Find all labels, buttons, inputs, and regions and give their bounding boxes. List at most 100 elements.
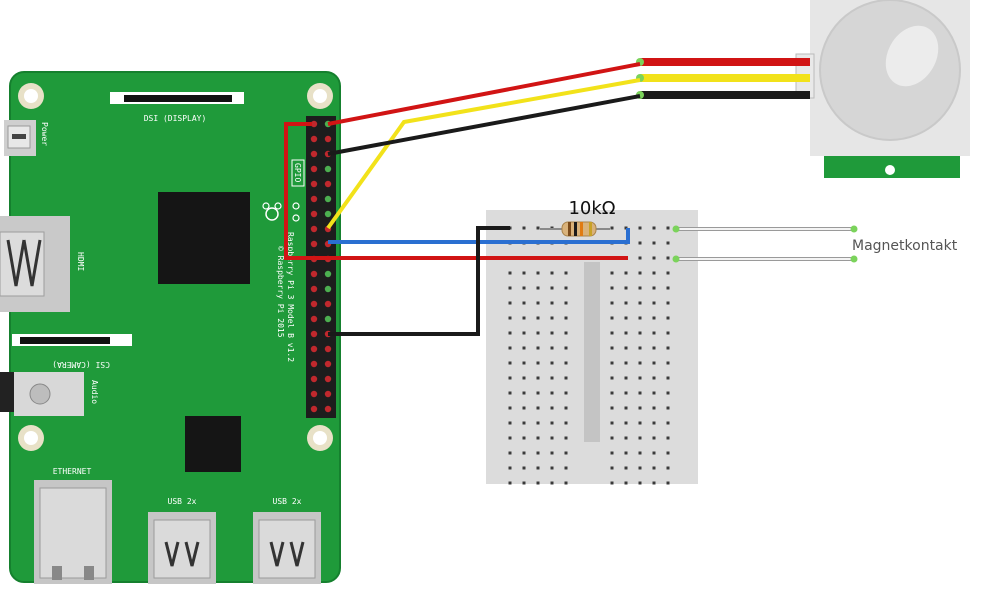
breadboard-hole bbox=[522, 271, 526, 275]
copyright-label: © Raspberry Pi 2015 bbox=[276, 246, 285, 338]
breadboard-hole bbox=[508, 316, 512, 320]
breadboard-hole bbox=[638, 241, 642, 245]
breadboard-hole bbox=[564, 301, 568, 305]
breadboard-hole bbox=[624, 331, 628, 335]
breadboard-hole bbox=[652, 361, 656, 365]
breadboard-hole bbox=[638, 331, 642, 335]
breadboard-hole bbox=[652, 436, 656, 440]
gpio-header bbox=[306, 116, 336, 418]
wires bbox=[284, 58, 858, 336]
breadboard-hole bbox=[550, 451, 554, 455]
raspberry-logo-icon bbox=[262, 202, 300, 222]
hdmi-label: HDMI bbox=[76, 252, 85, 271]
breadboard-hole bbox=[638, 286, 642, 290]
breadboard-hole bbox=[550, 466, 554, 470]
breadboard-hole bbox=[638, 481, 642, 485]
gpio-pin bbox=[310, 135, 318, 143]
breadboard-hole bbox=[536, 376, 540, 380]
gpio-pin bbox=[310, 120, 318, 128]
breadboard-hole bbox=[522, 376, 526, 380]
breadboard-hole bbox=[610, 346, 614, 350]
breadboard-hole bbox=[610, 451, 614, 455]
breadboard-hole bbox=[550, 331, 554, 335]
breadboard-hole bbox=[624, 301, 628, 305]
breadboard-hole bbox=[522, 226, 526, 230]
breadboard-hole bbox=[610, 481, 614, 485]
gpio-pin bbox=[324, 285, 332, 293]
breadboard-hole bbox=[508, 436, 512, 440]
power-label: Power bbox=[40, 122, 49, 146]
gpio-pin bbox=[324, 300, 332, 308]
breadboard-hole bbox=[564, 376, 568, 380]
gpio-pin bbox=[324, 375, 332, 383]
breadboard-hole bbox=[522, 436, 526, 440]
breadboard-hole bbox=[624, 436, 628, 440]
breadboard-hole bbox=[550, 316, 554, 320]
breadboard-hole bbox=[536, 346, 540, 350]
wire-pir-vcc bbox=[327, 62, 641, 126]
breadboard-hole bbox=[610, 286, 614, 290]
breadboard-hole bbox=[522, 466, 526, 470]
breadboard-hole bbox=[624, 421, 628, 425]
breadboard-hole bbox=[638, 391, 642, 395]
breadboard-hole bbox=[652, 406, 656, 410]
breadboard-hole bbox=[624, 466, 628, 470]
breadboard-hole bbox=[638, 406, 642, 410]
resistor bbox=[540, 221, 610, 237]
mounting-holes bbox=[18, 83, 333, 451]
breadboard-hole bbox=[638, 226, 642, 230]
breadboard-hole bbox=[536, 316, 540, 320]
breadboard-hole bbox=[550, 436, 554, 440]
breadboard-hole bbox=[666, 481, 670, 485]
breadboard-hole bbox=[508, 271, 512, 275]
breadboard-hole bbox=[536, 391, 540, 395]
breadboard-hole bbox=[550, 391, 554, 395]
breadboard-hole bbox=[652, 241, 656, 245]
wire-3v3 bbox=[284, 122, 628, 260]
breadboard-hole bbox=[564, 346, 568, 350]
usb-lan-chip bbox=[185, 416, 241, 472]
breadboard-hole bbox=[652, 421, 656, 425]
breadboard-hole bbox=[522, 421, 526, 425]
breadboard-hole bbox=[638, 346, 642, 350]
breadboard-hole bbox=[610, 376, 614, 380]
gpio-pin bbox=[310, 150, 318, 158]
breadboard-hole bbox=[638, 451, 642, 455]
breadboard-hole bbox=[610, 436, 614, 440]
breadboard-hole bbox=[610, 361, 614, 365]
usb-left-label: USB 2x bbox=[168, 497, 197, 506]
gpio-pin bbox=[310, 240, 318, 248]
breadboard-hole bbox=[536, 271, 540, 275]
breadboard-hole bbox=[610, 466, 614, 470]
breadboard-hole bbox=[652, 346, 656, 350]
breadboard-hole bbox=[536, 481, 540, 485]
breadboard-hole bbox=[522, 391, 526, 395]
breadboard-hole bbox=[624, 286, 628, 290]
breadboard-hole bbox=[638, 301, 642, 305]
gpio-pin bbox=[324, 180, 332, 188]
breadboard-hole bbox=[550, 376, 554, 380]
breadboard-hole bbox=[564, 421, 568, 425]
breadboard-hole bbox=[564, 391, 568, 395]
breadboard-hole bbox=[624, 406, 628, 410]
breadboard-hole bbox=[536, 421, 540, 425]
breadboard-hole bbox=[652, 481, 656, 485]
gpio-pin bbox=[324, 165, 332, 173]
breadboard-hole bbox=[610, 421, 614, 425]
power-port bbox=[4, 120, 36, 156]
wire-gpio-input bbox=[328, 228, 630, 244]
breadboard-hole bbox=[624, 376, 628, 380]
audio-jack bbox=[0, 372, 84, 416]
breadboard-hole bbox=[610, 406, 614, 410]
gpio-label-box bbox=[291, 159, 305, 187]
breadboard-hole bbox=[610, 271, 614, 275]
breadboard-hole bbox=[550, 361, 554, 365]
model-label: Raspberry Pi 3 Model B v1.2 bbox=[286, 232, 295, 362]
gpio-pin bbox=[310, 330, 318, 338]
breadboard-hole bbox=[508, 391, 512, 395]
gpio-pin bbox=[324, 390, 332, 398]
breadboard-hole bbox=[652, 256, 656, 260]
breadboard-hole bbox=[536, 436, 540, 440]
breadboard-hole bbox=[522, 451, 526, 455]
